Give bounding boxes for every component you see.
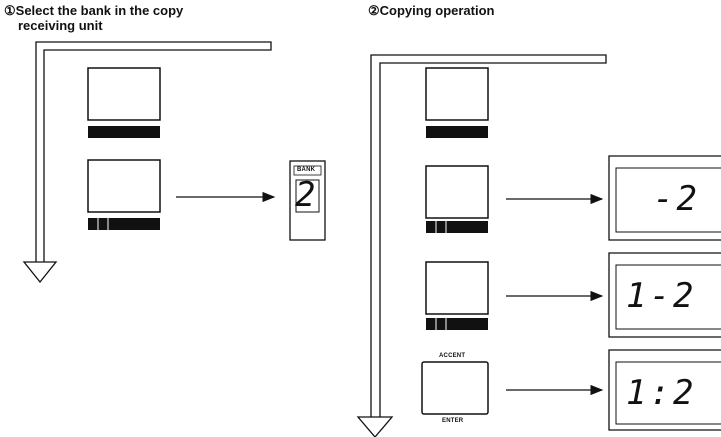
display-panel [608,155,721,241]
unit-screen [87,159,161,213]
bank-value: 2 [295,175,319,215]
unit-screen [425,261,489,315]
accent-label: ACCENT [439,353,466,359]
unit-button-bar [426,126,488,138]
display-value-3: 1:2 [626,373,697,413]
flow-arrowhead-step2 [356,416,394,437]
unit-screen [425,165,489,219]
display-panel [608,252,721,338]
enter-label: ENTER [442,418,464,424]
unit-screen [87,67,161,121]
unit-button-bar [426,318,488,330]
display-value-1: -2 [653,179,700,219]
bank-display [289,160,326,241]
flow-arrowhead-step1 [22,261,58,284]
display-panel [608,349,721,431]
flow-arrow-step2 [370,54,607,417]
display-value-2: 1-2 [626,276,697,316]
step1-label-line1: ①Select the bank in the copy [4,3,184,18]
step2-label: ②Copying operation [368,3,495,18]
unit-button-bar [88,218,160,230]
step1-label-line2: receiving unit [18,18,103,33]
accent-enter-key [421,361,489,415]
flow-arrow-step1 [35,41,272,262]
bank-label: BANK [297,167,316,173]
unit-screen [425,67,489,121]
unit-button-bar [88,126,160,138]
unit-button-bar [426,221,488,233]
